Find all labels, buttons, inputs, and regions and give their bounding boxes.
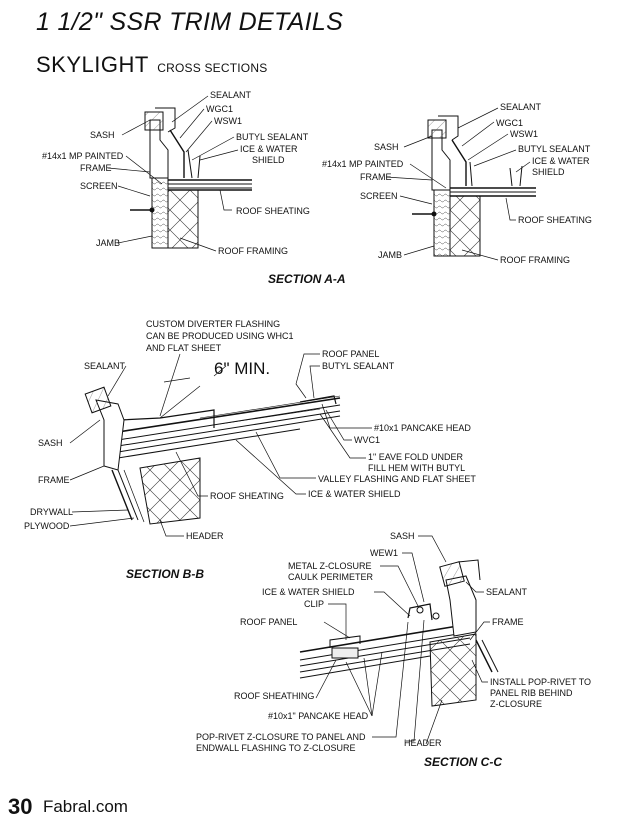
cc-header-label: HEADER <box>404 738 442 748</box>
page-footer: 30 Fabral.com <box>8 794 128 820</box>
section-bb-caption: SECTION B-B <box>126 567 204 581</box>
cc-rivet1-label: INSTALL POP-RIVET TO <box>490 677 591 687</box>
aa-right-screw-label: #14x1 MP PAINTED <box>322 159 404 169</box>
cc-wew1-label: WEW1 <box>370 548 398 558</box>
cc-sheathing-label: ROOF SHEATHING <box>234 691 314 701</box>
aa-left-sealant-label: SEALANT <box>210 90 252 100</box>
site-url[interactable]: Fabral.com <box>42 797 128 816</box>
cc-sealant-label: SEALANT <box>486 587 528 597</box>
aa-right-sheathing-label: ROOF SHEATING <box>518 215 592 225</box>
cc-zclosure2-label: CAULK PERIMETER <box>288 572 374 582</box>
bb-roof-panel-label: ROOF PANEL <box>322 349 379 359</box>
cc-zclosure1-label: METAL Z-CLOSURE <box>288 561 372 571</box>
cc-rivet3-label: Z-CLOSURE <box>490 699 542 709</box>
aa-right-butyl-label: BUTYL SEALANT <box>518 144 591 154</box>
page-title: 1 1/2" SSR TRIM DETAILS <box>36 8 344 36</box>
bb-ice-label: ICE & WATER SHIELD <box>308 489 401 499</box>
bb-eave2-label: FILL HEM WITH BUTYL <box>368 463 465 473</box>
section-heading-sub: CROSS SECTIONS <box>157 61 268 75</box>
section-aa-right-drawing <box>412 115 536 257</box>
aa-left-sheathing-label: ROOF SHEATING <box>236 206 310 216</box>
aa-right-framing-label: ROOF FRAMING <box>500 255 570 265</box>
aa-right-wgc1-label: WGC1 <box>496 118 523 128</box>
cc-ice-label: ICE & WATER SHIELD <box>262 587 355 597</box>
aa-left-framing-label: ROOF FRAMING <box>218 246 288 256</box>
section-heading: SKYLIGHT CROSS SECTIONS <box>36 52 267 78</box>
bb-header-label: HEADER <box>186 531 224 541</box>
bb-diverter1-label: CUSTOM DIVERTER FLASHING <box>146 319 280 329</box>
section-cc-labels: SASH WEW1 METAL Z-CLOSURE CAULK PERIMETE… <box>196 531 591 753</box>
section-aa-right-labels: SEALANT WGC1 WSW1 SASH BUTYL SEALANT ICE… <box>322 102 592 265</box>
bb-eave1-label: 1" EAVE FOLD UNDER <box>368 452 464 462</box>
cc-poprivet2-label: ENDWALL FLASHING TO Z-CLOSURE <box>196 743 356 753</box>
cc-frame-label: FRAME <box>492 617 524 627</box>
cc-roof-panel-label: ROOF PANEL <box>240 617 297 627</box>
section-aa-right-leaders <box>385 107 531 261</box>
bb-butyl-label: BUTYL SEALANT <box>322 361 395 371</box>
bb-sealant-label: SEALANT <box>84 361 126 371</box>
aa-left-frame-label: FRAME <box>80 163 112 173</box>
bb-plywood-label: PLYWOOD <box>24 521 70 531</box>
section-cc-drawing <box>299 559 499 707</box>
section-aa-left-labels: SEALANT WGC1 WSW1 SASH BUTYL SEALANT ICE… <box>42 90 310 256</box>
aa-right-ice1-label: ICE & WATER <box>532 156 590 166</box>
aa-right-frame-label: FRAME <box>360 172 392 182</box>
aa-left-ice1-label: ICE & WATER <box>240 144 298 154</box>
aa-left-ice2-label: SHIELD <box>252 155 285 165</box>
section-cc-leaders <box>315 535 490 745</box>
section-cc-caption: SECTION C-C <box>424 755 502 769</box>
section-heading-main: SKYLIGHT <box>36 52 149 77</box>
cc-rivet2-label: PANEL RIB BEHIND <box>490 688 573 698</box>
aa-right-ice2-label: SHIELD <box>532 167 565 177</box>
aa-left-sash-label: SASH <box>90 130 115 140</box>
bb-valley-label: VALLEY FLASHING AND FLAT SHEET <box>318 474 476 484</box>
aa-right-screen-label: SCREEN <box>360 191 398 201</box>
section-bb-leaders <box>69 353 372 537</box>
aa-left-screen-label: SCREEN <box>80 181 118 191</box>
section-aa-left-leaders <box>107 95 239 252</box>
bb-drywall-label: DRYWALL <box>30 507 73 517</box>
section-aa-caption: SECTION A-A <box>268 272 346 286</box>
aa-left-jamb-label: JAMB <box>96 238 120 248</box>
bb-sash-label: SASH <box>38 438 63 448</box>
aa-right-sealant-label: SEALANT <box>500 102 542 112</box>
page-number: 30 <box>8 794 33 819</box>
section-bb-labels: CUSTOM DIVERTER FLASHING CAN BE PRODUCED… <box>24 319 476 541</box>
aa-right-sash-label: SASH <box>374 142 399 152</box>
aa-right-wsw1-label: WSW1 <box>510 129 538 139</box>
aa-left-screw-label: #14x1 MP PAINTED <box>42 151 124 161</box>
bb-frame-label: FRAME <box>38 475 70 485</box>
bb-diverter3-label: AND FLAT SHEET <box>146 343 222 353</box>
bb-wvc1-label: WVC1 <box>354 435 380 445</box>
aa-left-wgc1-label: WGC1 <box>206 104 233 114</box>
bb-pancake-label: #10x1 PANCAKE HEAD <box>374 423 471 433</box>
section-bb-drawing <box>84 385 341 525</box>
bb-diverter2-label: CAN BE PRODUCED USING WHC1 <box>146 331 294 341</box>
cc-clip-label: CLIP <box>304 599 324 609</box>
cc-sash-label: SASH <box>390 531 415 541</box>
aa-right-jamb-label: JAMB <box>378 250 402 260</box>
section-aa-left-drawing <box>130 107 252 249</box>
bb-sheathing-label: ROOF SHEATING <box>210 491 284 501</box>
aa-left-wsw1-label: WSW1 <box>214 116 242 126</box>
aa-left-butyl-label: BUTYL SEALANT <box>236 132 309 142</box>
cc-poprivet1-label: POP-RIVET Z-CLOSURE TO PANEL AND <box>196 732 366 742</box>
cc-pancake-label: #10x1" PANCAKE HEAD <box>268 711 369 721</box>
bb-min-dimension: 6" MIN. <box>214 359 270 378</box>
